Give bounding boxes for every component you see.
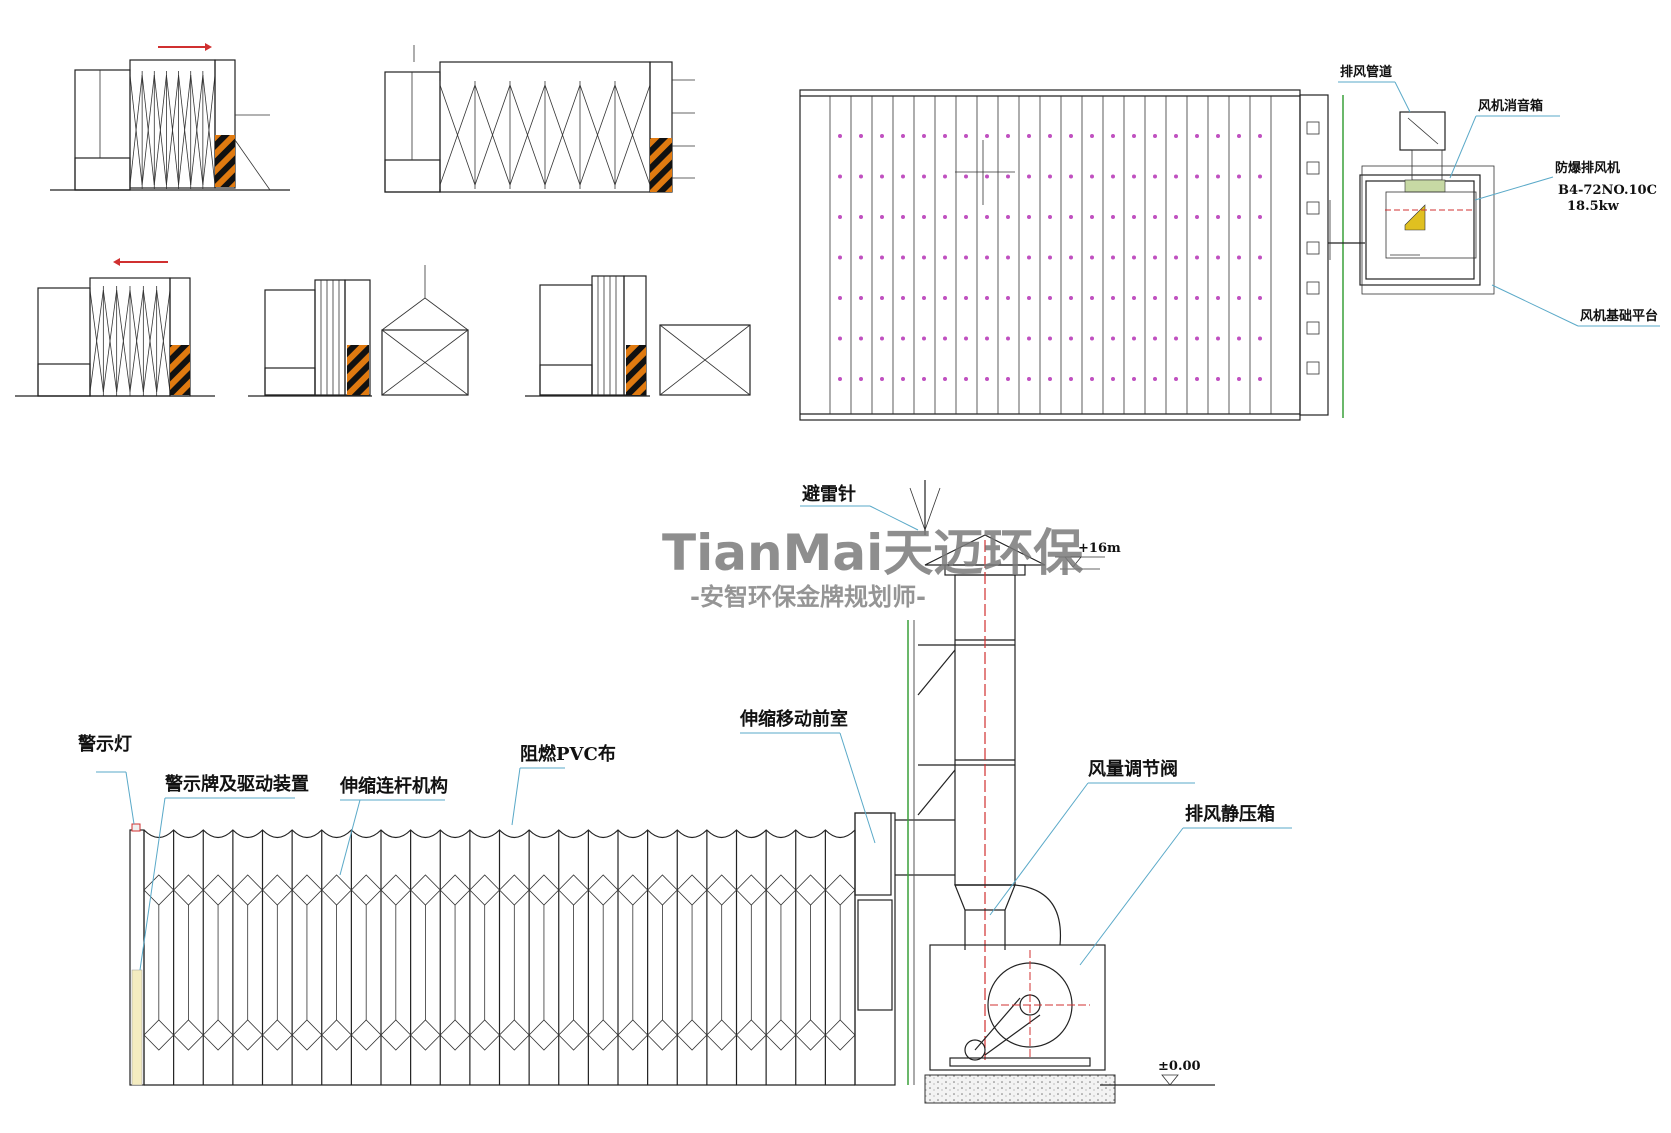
- label-static-box: 排风静压箱: [1185, 803, 1275, 825]
- view-small-5: [525, 275, 751, 397]
- label-silencer-box: 风机消音箱: [1478, 98, 1543, 114]
- label-pvc-cloth: 阻燃PVC布: [520, 743, 616, 765]
- view-small-4: [248, 265, 469, 397]
- label-front-room: 伸缩移动前室: [739, 708, 848, 730]
- label-elevation-top: +16m: [1078, 541, 1121, 556]
- elevation-labels: 避雷针 +16m ±0.00 警示灯 警示牌及驱动装置 伸缩连杆机构 阻燃PVC…: [78, 483, 1292, 1074]
- watermark-slogan: -安智环保金牌规划师-: [690, 583, 926, 611]
- label-explosion-fan: 防爆排风机: [1555, 160, 1620, 176]
- label-lightning-rod: 避雷针: [802, 483, 856, 505]
- watermark-brand: TianMai天迈环保: [662, 524, 1084, 582]
- plan-view: [799, 89, 1495, 421]
- view-small-3: [15, 258, 215, 397]
- label-exhaust-duct: 排风管道: [1340, 64, 1392, 80]
- label-damper: 风量调节阀: [1088, 758, 1178, 780]
- label-warning-sign-drive: 警示牌及驱动装置: [165, 773, 309, 795]
- label-fan-model: B4-72NO.10C: [1558, 183, 1657, 198]
- label-linkage: 伸缩连杆机构: [339, 775, 448, 797]
- view-small-1: [50, 43, 290, 191]
- label-fan-power: 18.5kw: [1567, 199, 1620, 214]
- label-elevation-zero: ±0.00: [1158, 1059, 1201, 1074]
- label-fan-platform: 风机基础平台: [1580, 308, 1658, 324]
- main-elevation: [129, 480, 1215, 1104]
- plan-labels: 排风管道 风机消音箱 防爆排风机 B4-72NO.10C 18.5kw 风机基础…: [1338, 64, 1660, 327]
- label-warning-light: 警示灯: [78, 733, 132, 755]
- watermark: TianMai天迈环保 -安智环保金牌规划师-: [662, 524, 1084, 611]
- view-small-2: [384, 45, 695, 193]
